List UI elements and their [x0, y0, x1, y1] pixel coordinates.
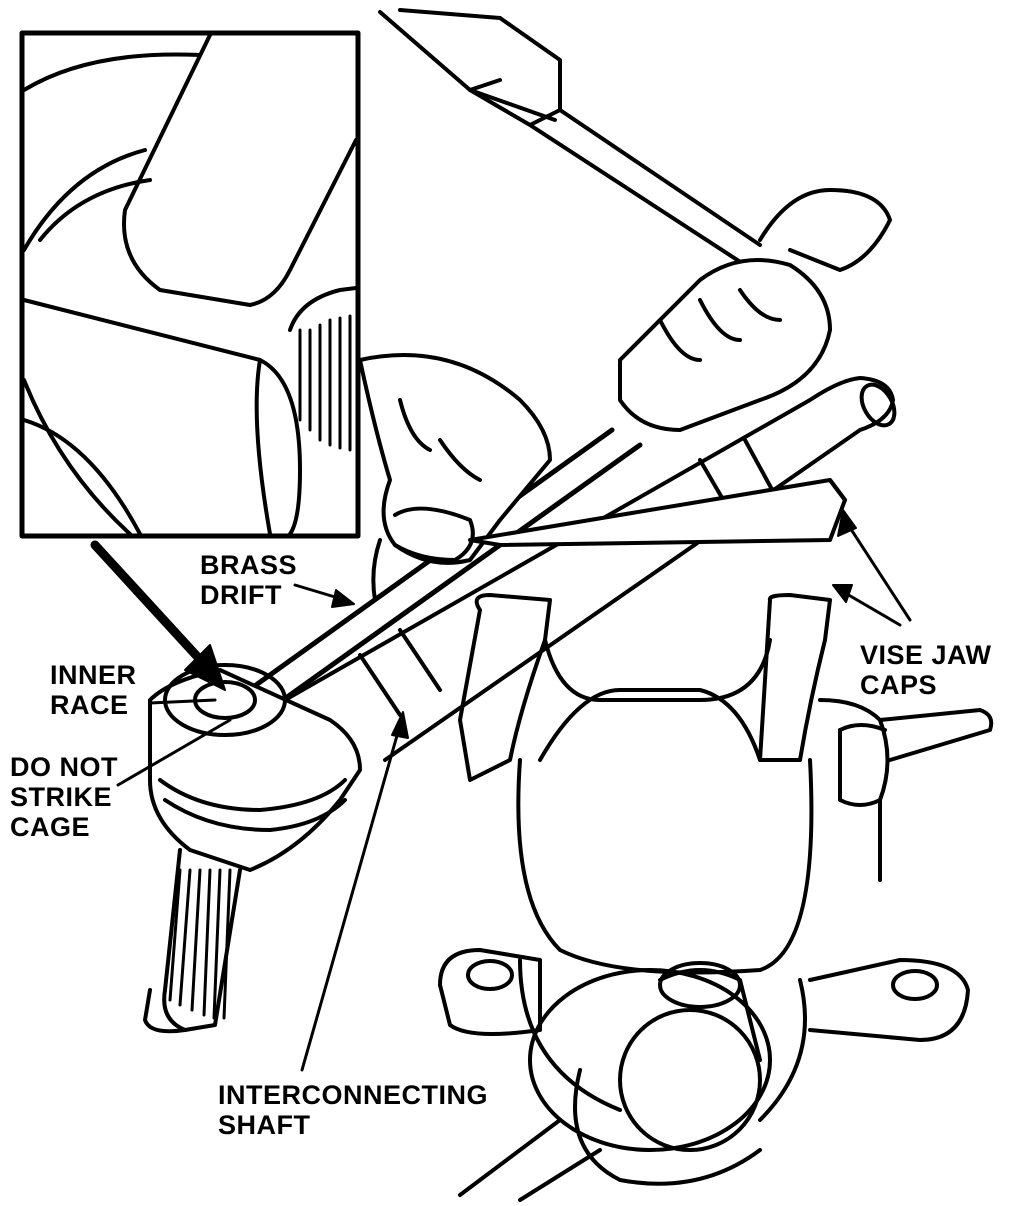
hammer: [378, 8, 892, 272]
hand-upper: [618, 258, 832, 432]
brass-drift-arrow: [331, 589, 355, 608]
label-interconnecting-shaft-line-1: INTERCONNECTING: [218, 1080, 488, 1110]
vise-cap-arrow-b: [832, 584, 853, 603]
label-vise-jaw-caps-line-2: CAPS: [860, 670, 938, 700]
label-brass-drift-line-2: DRIFT: [200, 580, 282, 610]
label-brass-drift-line-1: BRASS: [200, 550, 298, 580]
inset-detail-view: [19, 30, 361, 539]
vise-cap-arrow-a: [837, 509, 857, 537]
leader-lines: [90, 509, 912, 1072]
label-inner-race-line-2: RACE: [50, 690, 129, 720]
bench-vise: [438, 478, 994, 1202]
label-inner-race-line-1: INNER: [50, 660, 137, 690]
label-vise-jaw-caps-line-1: VISE JAW: [860, 640, 992, 670]
hand-lower: [358, 353, 552, 602]
label-interconnecting-shaft: INTERCONNECTING SHAFT: [218, 1080, 488, 1140]
label-inner-race: INNER RACE: [50, 660, 137, 720]
inset-pointer-arrow: [184, 644, 226, 691]
brass-drift-rod: [232, 427, 643, 723]
shaft-arrow: [391, 711, 409, 739]
label-vise-jaw-caps: VISE JAW CAPS: [860, 640, 992, 700]
label-interconnecting-shaft-line-2: SHAFT: [218, 1110, 311, 1140]
label-brass-drift: BRASS DRIFT: [200, 550, 297, 610]
label-do-not-strike-cage-line-1: DO NOT: [10, 752, 118, 782]
label-do-not-strike-cage: DO NOT STRIKE CAGE: [10, 752, 118, 842]
cv-joint-assembly: [143, 663, 362, 1034]
label-do-not-strike-cage-line-3: CAGE: [10, 812, 91, 842]
label-do-not-strike-cage-line-2: STRIKE: [10, 782, 113, 812]
